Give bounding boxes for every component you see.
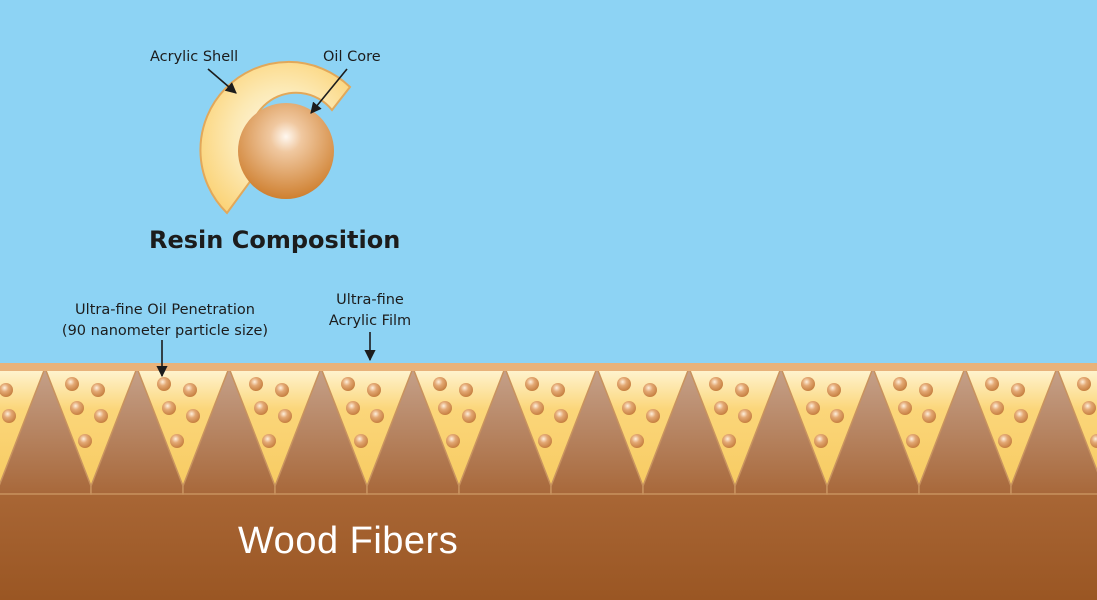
- oil-particle: [617, 377, 631, 391]
- oil-particle: [814, 434, 828, 448]
- oil-particle: [554, 409, 568, 423]
- oil-particle: [170, 434, 184, 448]
- oil-particle: [346, 401, 360, 415]
- oil-particle: [1011, 383, 1025, 397]
- acrylic-film-line-2: Acrylic Film: [328, 313, 412, 329]
- oil-particle: [462, 409, 476, 423]
- oil-particle: [78, 434, 92, 448]
- oil-particle: [186, 409, 200, 423]
- oil-pocket: [689, 368, 781, 486]
- oil-particle: [249, 377, 263, 391]
- oil-pockets: [0, 368, 1097, 486]
- oil-particle: [709, 377, 723, 391]
- resin-particle-icon: [199, 60, 352, 215]
- oil-particle: [893, 377, 907, 391]
- oil-particle: [919, 383, 933, 397]
- oil-particle: [278, 409, 292, 423]
- oil-particle: [370, 409, 384, 423]
- oil-particle: [1014, 409, 1028, 423]
- acrylic-film-layer: [0, 363, 1097, 371]
- oil-particle: [735, 383, 749, 397]
- oil-pocket: [229, 368, 321, 486]
- acrylic-shell-arrow: [207, 68, 237, 94]
- oil-pocket: [781, 368, 873, 486]
- oil-particle: [341, 377, 355, 391]
- oil-penetration-label: Ultra-fine Oil Penetration (90 nanometer…: [40, 300, 290, 342]
- oil-pocket: [965, 368, 1057, 486]
- oil-particle: [643, 383, 657, 397]
- oil-particle: [985, 377, 999, 391]
- oil-particle: [433, 377, 447, 391]
- wood-fibers-label: Wood Fibers: [238, 520, 459, 562]
- oil-pocket: [873, 368, 965, 486]
- oil-particle: [367, 383, 381, 397]
- oil-particle: [630, 434, 644, 448]
- oil-core-shape: [238, 103, 334, 199]
- acrylic-film-line-1: Ultra-fine: [336, 292, 404, 308]
- oil-pocket: [45, 368, 137, 486]
- oil-particle: [551, 383, 565, 397]
- oil-particle: [262, 434, 276, 448]
- oil-pocket: [137, 368, 229, 486]
- oil-particle: [459, 383, 473, 397]
- resin-composition-title: Resin Composition: [149, 226, 401, 254]
- oil-particle: [94, 409, 108, 423]
- oil-particle: [530, 401, 544, 415]
- oil-particle: [0, 383, 13, 397]
- acrylic-shell-label: Acrylic Shell: [150, 49, 239, 65]
- acrylic-shell-shape: [199, 60, 352, 215]
- oil-pocket: [321, 368, 413, 486]
- oil-core-label: Oil Core: [323, 49, 381, 65]
- oil-particle: [622, 401, 636, 415]
- oil-particle: [646, 409, 660, 423]
- oil-particle: [254, 401, 268, 415]
- oil-particle: [998, 434, 1012, 448]
- oil-particle: [183, 383, 197, 397]
- wood-fiber-spikes: [0, 365, 1097, 495]
- oil-core-arrow: [310, 68, 348, 114]
- oil-particle: [738, 409, 752, 423]
- oil-particle: [990, 401, 1004, 415]
- oil-pocket: [505, 368, 597, 486]
- oil-particle: [91, 383, 105, 397]
- oil-particle: [714, 401, 728, 415]
- oil-particles: [0, 377, 1097, 448]
- oil-particle: [1082, 401, 1096, 415]
- oil-particle: [722, 434, 736, 448]
- oil-particle: [801, 377, 815, 391]
- oil-particle: [898, 401, 912, 415]
- oil-particle: [446, 434, 460, 448]
- oil-pocket: [597, 368, 689, 486]
- oil-particle: [922, 409, 936, 423]
- oil-penetration-line-2: (90 nanometer particle size): [61, 323, 269, 339]
- oil-particle: [806, 401, 820, 415]
- oil-particle: [65, 377, 79, 391]
- oil-particle: [827, 383, 841, 397]
- oil-particle: [157, 377, 171, 391]
- oil-pocket: [413, 368, 505, 486]
- oil-particle: [354, 434, 368, 448]
- oil-particle: [2, 409, 16, 423]
- oil-penetration-line-1: Ultra-fine Oil Penetration: [75, 302, 255, 318]
- wood-fiber: [1010, 365, 1097, 495]
- oil-particle: [906, 434, 920, 448]
- oil-particle: [162, 401, 176, 415]
- oil-particle: [525, 377, 539, 391]
- oil-particle: [1090, 434, 1097, 448]
- acrylic-film-label: Ultra-fine Acrylic Film: [310, 290, 430, 332]
- oil-particle: [275, 383, 289, 397]
- oil-particle: [538, 434, 552, 448]
- oil-particle: [830, 409, 844, 423]
- oil-particle: [70, 401, 84, 415]
- oil-particle: [438, 401, 452, 415]
- oil-particle: [1077, 377, 1091, 391]
